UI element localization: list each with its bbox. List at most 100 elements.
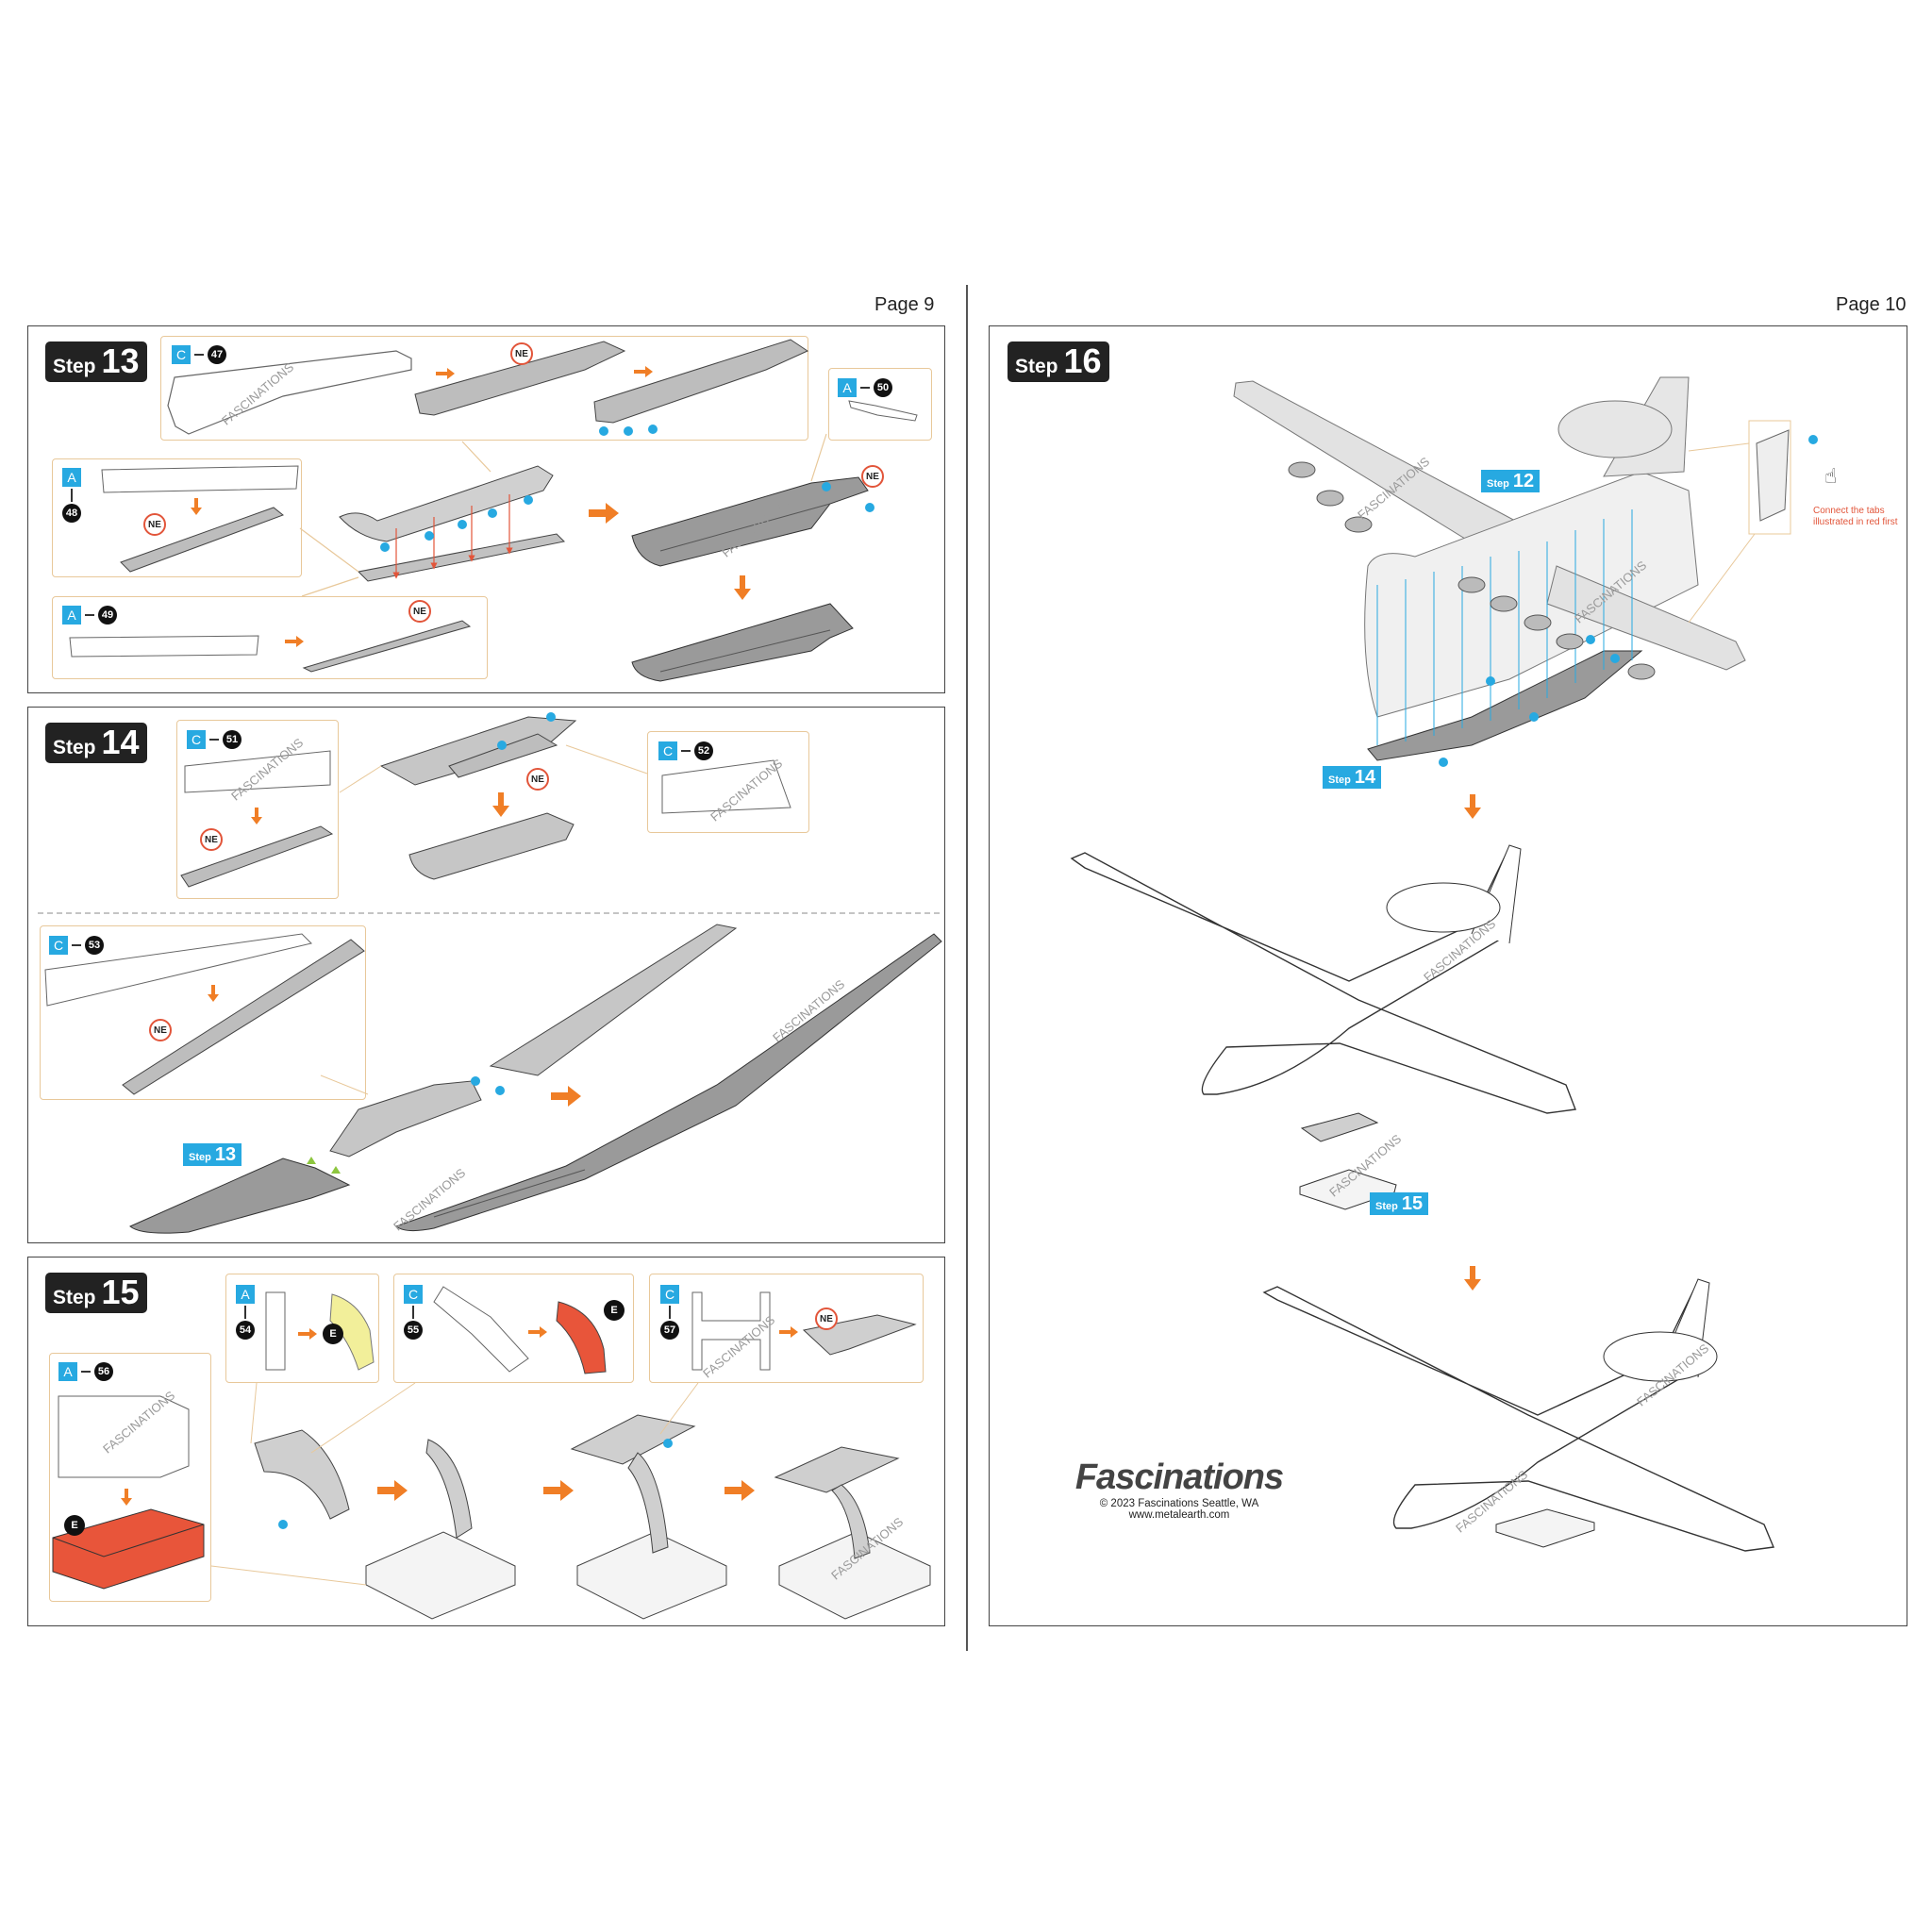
part-label-48: A 48 [62,468,81,523]
panel-step-16 [989,325,1907,1626]
stand-pylon-exploded [254,1429,350,1520]
part-number: 54 [236,1321,255,1340]
callout-word: Step [1487,478,1509,490]
page-label-10: Page 10 [1836,294,1907,315]
tailplane [1557,400,1673,458]
brand-logo: Fascinations [1074,1457,1284,1497]
sheet-letter: A [838,378,857,397]
airplane-outline-stage-2 [1070,846,1576,1114]
folded-part-48 [120,507,285,573]
flat-part-51 [184,750,331,793]
flat-part-56 [58,1395,190,1478]
sheet-letter: A [62,468,81,487]
sheet-letter: C [658,741,677,760]
arrow-down-icon [251,808,262,824]
wing-root-assembled [408,812,575,880]
e-badge: E [64,1515,85,1536]
arrow-right-icon [298,1328,317,1340]
e-badge: E [323,1324,343,1344]
arrow-right-icon [551,1086,581,1107]
flat-part-52 [661,759,791,814]
step-14-badge: Step 14 [45,723,147,763]
ne-badge: NE [149,1019,172,1041]
tab-note: Connect the tabs illustrated in red firs… [1813,506,1897,528]
flat-part-53 [44,933,312,1007]
folded-part-47-a [414,341,626,416]
arrow-down-icon [1464,794,1481,819]
hull-lower-part [357,533,566,582]
e-badge: E [604,1300,625,1321]
sheet-letter: C [187,730,206,749]
arrow-right-icon [779,1326,798,1338]
sheet-letter: C [172,345,191,364]
part-number: 55 [404,1321,423,1340]
flat-part-47 [167,350,412,435]
step-13-drawings [69,339,918,682]
arrow-down-icon [492,792,509,817]
sheet-letter: C [660,1285,679,1304]
folded-part-47-b [593,339,809,424]
brand-block: Fascinations © 2023 Fascinations Seattle… [1066,1457,1292,1521]
wing-root-exploded [379,716,577,786]
sheet-letter: C [49,936,68,955]
part-label-47: C 47 [172,345,226,364]
sheet-letter: A [62,606,81,625]
arrow-down-icon [1464,1266,1481,1291]
hull-assembly-stage-1 [631,476,869,567]
part-number: 48 [62,504,81,523]
part-label-54: A 54 [236,1285,255,1340]
step-15-word: Step [53,1287,96,1308]
step-15-badge: Step 15 [45,1273,147,1313]
ne-badge: NE [861,465,884,488]
flat-part-48 [101,465,299,493]
part-label-49: A 49 [62,606,117,625]
step-14-word: Step [53,737,96,758]
part-number: 57 [660,1321,679,1340]
arrow-right-icon [528,1326,547,1338]
flat-part-55 [433,1286,529,1373]
step-16-drawings: ☝ [1070,376,1837,1552]
callout-word: Step [189,1152,211,1163]
arrow-down-icon [734,575,751,600]
part-number: 53 [85,936,104,955]
ne-badge: NE [526,768,549,791]
arrow-right-icon [436,368,455,379]
part-number: 47 [208,345,226,364]
wing-mid-exploded [329,1080,482,1158]
glue-dot [648,425,658,434]
part-label-50: A 50 [838,378,892,397]
page-label-9: Page 9 [874,294,935,315]
part-label-52: C 52 [658,741,713,760]
part-label-56: A 56 [58,1362,113,1381]
step-15-drawings [52,1286,931,1620]
hull-assembly-stage-2 [631,603,854,682]
part-number: 49 [98,606,117,625]
sheet-letter: A [58,1362,77,1381]
step-14-number: 14 [101,723,140,761]
part-label-57: C 57 [660,1285,679,1340]
ne-badge: NE [143,513,166,536]
brand-url: www.metalearth.com [1128,1509,1230,1521]
arrow-down-icon [191,498,202,515]
ne-badge: NE [200,828,223,851]
step-13-number: 13 [101,341,140,380]
arrow-right-icon [724,1480,755,1501]
hull-upper-part [339,465,554,542]
ne-badge: NE [408,600,431,623]
part-number: 51 [223,730,242,749]
folded-part-49 [302,620,472,673]
part-number: 56 [94,1362,113,1381]
flat-part-50 [848,400,918,422]
step-15-number: 15 [101,1273,140,1311]
arrow-down-icon [208,985,219,1002]
callout-number: 12 [1512,471,1535,491]
sheet-letter: A [236,1285,255,1304]
sheet-letter: C [404,1285,423,1304]
airplane-wing-right-exploded [1546,565,1746,671]
airplane-outline-final [1262,1280,1774,1552]
